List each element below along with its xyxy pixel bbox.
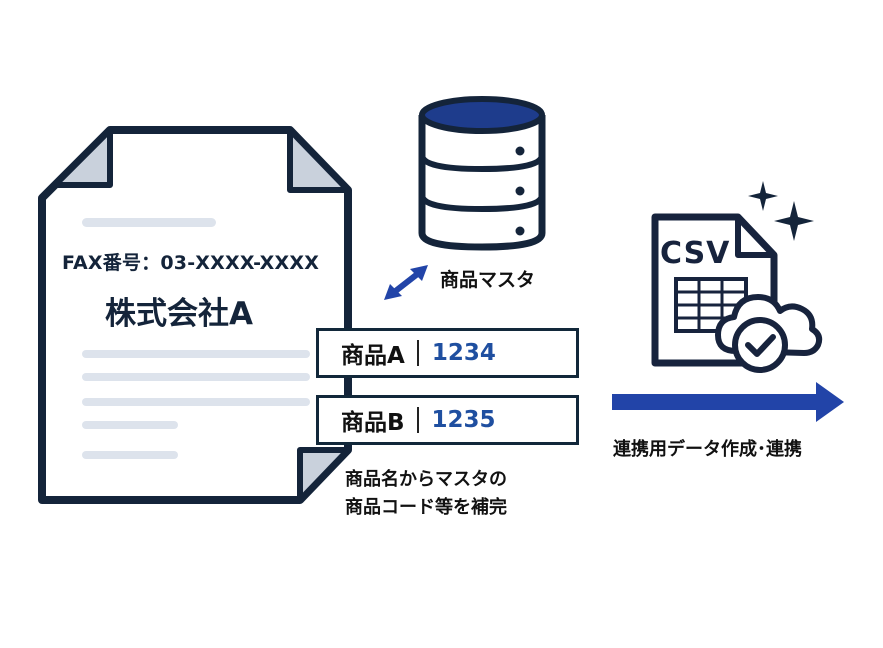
company-name-text: 株式会社A [105,296,253,332]
doc-line [82,218,216,227]
doc-line [82,373,310,381]
doc-line [82,451,178,459]
product-master-label: 商品マスタ [440,269,536,291]
bidirectional-arrow-icon [384,265,428,300]
product-row-b: 商品B 1235 [316,395,579,445]
csv-file-icon [651,181,823,373]
divider [416,407,419,433]
product-code: 1235 [431,407,496,433]
sparkle-icon [748,181,778,211]
sparkle-icon [774,201,814,241]
product-name: 商品A [341,343,405,369]
doc-line [82,350,310,358]
product-name: 商品B [341,410,405,436]
data-integration-caption: 連携用データ作成･連携 [613,439,802,460]
product-row-a: 商品A 1234 [316,328,579,378]
product-code: 1234 [431,340,496,366]
fax-number-text: FAX番号：03-XXXX-XXXX [62,252,320,274]
supplement-caption-line2: 商品コード等を補完 [345,497,507,518]
right-arrow-icon [612,382,844,422]
csv-label: CSV [660,236,731,271]
doc-line [82,421,178,429]
check-circle-icon [732,317,788,373]
document-fold-top-left [52,127,113,188]
document-fold-bottom-right [297,447,351,503]
database-icon [418,96,546,251]
supplement-caption-line1: 商品名からマスタの [345,469,507,490]
doc-line [82,398,310,406]
document-fold-top-right [287,127,351,193]
divider [416,340,419,366]
